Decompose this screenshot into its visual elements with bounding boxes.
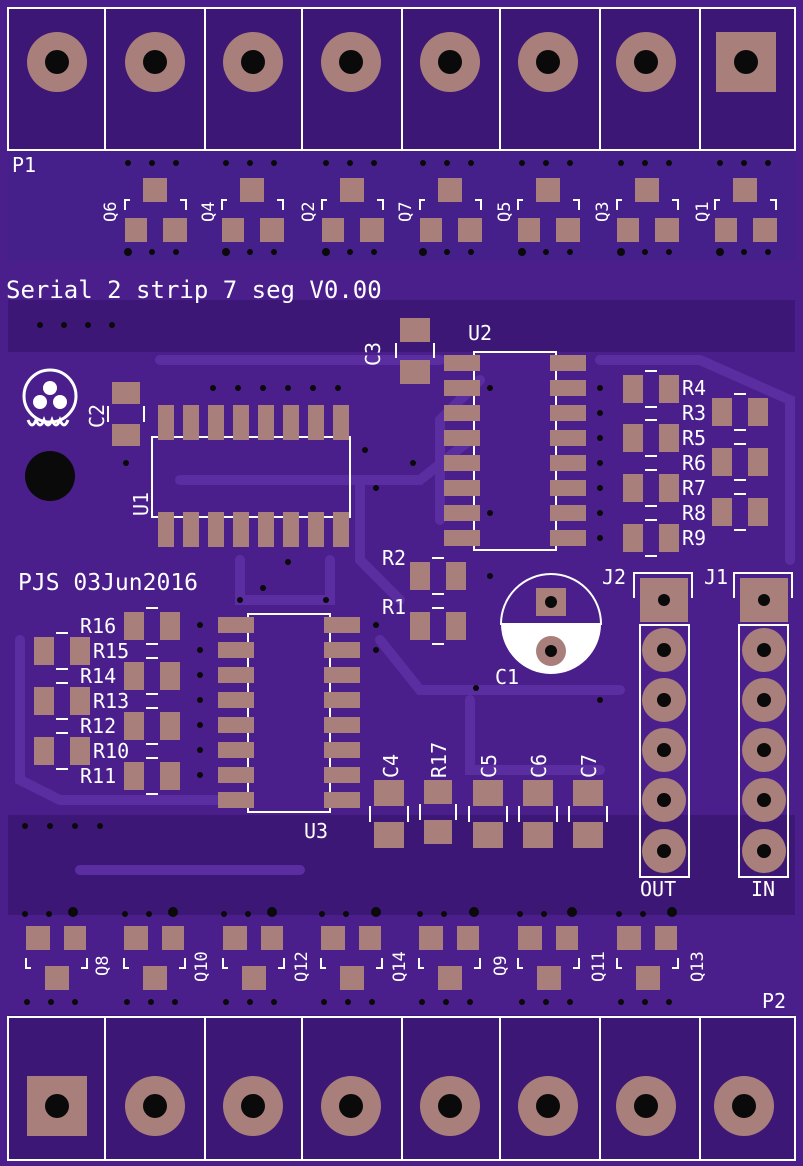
header-j2 (633, 572, 693, 878)
c4-label: C4 (379, 754, 403, 778)
transistor-label-q5: Q5 (495, 202, 515, 222)
transistor-label-q12: Q12 (292, 951, 312, 982)
transistor-label-q1: Q1 (693, 202, 713, 222)
connector-p2 (7, 1016, 796, 1161)
transistor-label-q11: Q11 (589, 951, 609, 982)
r1-label: R1 (382, 595, 406, 619)
transistor-label-q13: Q13 (688, 951, 708, 982)
r3-label: R3 (682, 401, 706, 425)
transistor-label-q3: Q3 (593, 202, 613, 222)
r7-label: R7 (682, 476, 706, 500)
r6-label: R6 (682, 451, 706, 475)
bottom-transistors (22, 907, 679, 1005)
transistor-label-q8: Q8 (93, 956, 113, 976)
chip-u2 (410, 351, 603, 579)
chip-u3 (197, 597, 603, 813)
c5-label: C5 (477, 754, 501, 778)
resistor-pads-right (623, 375, 768, 552)
r10-label: R10 (93, 739, 129, 763)
bottom-caps (369, 780, 608, 848)
r8-label: R8 (682, 501, 706, 525)
r14-label: R14 (80, 664, 116, 688)
transistor-label-q7: Q7 (396, 202, 416, 222)
capacitor-c2 (107, 382, 145, 446)
r13-label: R13 (93, 689, 129, 713)
mounting-hole (25, 451, 75, 501)
r17-label: R17 (427, 742, 451, 778)
j1-label: J1 (704, 565, 728, 589)
r5-label: R5 (682, 426, 706, 450)
u3-label: U3 (304, 819, 328, 843)
u1-label: U1 (129, 492, 153, 516)
c6-label: C6 (527, 754, 551, 778)
c7-label: C7 (577, 754, 601, 778)
r2-label: R2 (382, 546, 406, 570)
c2-label: C2 (85, 404, 109, 428)
u2-label: U2 (468, 321, 492, 345)
author-date: PJS 03Jun2016 (18, 570, 198, 596)
p2-label: P2 (762, 989, 786, 1013)
capacitor-c3 (395, 318, 435, 384)
r11-label: R11 (80, 764, 116, 788)
out-label: OUT (640, 877, 676, 901)
resistors-r1-r2 (410, 562, 466, 640)
transistor-label-q10: Q10 (192, 951, 212, 982)
r4-label: R4 (682, 376, 706, 400)
transistor-label-q2: Q2 (299, 202, 319, 222)
hardware-logo (22, 368, 78, 427)
transistor-label-q14: Q14 (390, 951, 410, 982)
r12-label: R12 (80, 714, 116, 738)
in-label: IN (751, 877, 775, 901)
c1-label: C1 (495, 665, 519, 689)
transistor-label-q6: Q6 (101, 202, 121, 222)
top-transistors (124, 160, 777, 256)
r9-label: R9 (682, 526, 706, 550)
resistor-pads-left (34, 612, 180, 790)
transistor-label-q4: Q4 (199, 202, 219, 222)
transistor-label-q9: Q9 (491, 956, 511, 976)
connector-p1 (7, 7, 796, 151)
board-title: Serial 2 strip 7 seg V0.00 (6, 276, 382, 304)
capacitor-c1 (499, 573, 603, 674)
header-j1 (733, 572, 793, 878)
j2-label: J2 (602, 565, 626, 589)
r16-label: R16 (80, 614, 116, 638)
p1-label: P1 (12, 153, 36, 177)
chip-u1 (123, 385, 379, 603)
c3-label: C3 (361, 342, 385, 366)
r15-label: R15 (93, 639, 129, 663)
